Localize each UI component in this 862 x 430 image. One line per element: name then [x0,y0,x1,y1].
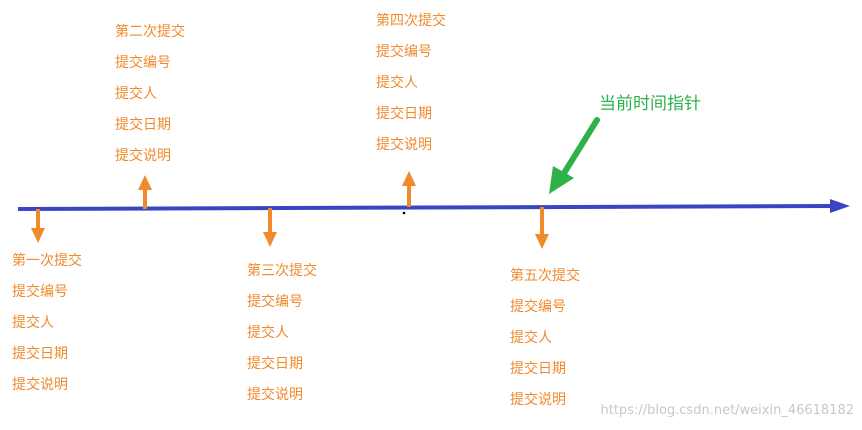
commit-1: 第一次提交 提交编号 提交人 提交日期 提交说明 [12,246,82,401]
commit-4-author: 提交人 [376,75,418,91]
commit-2-arrow-icon [138,175,152,209]
commit-4-date: 提交日期 [376,106,432,122]
commit-4-arrow-icon [402,171,416,207]
commit-2-message: 提交说明 [115,148,171,164]
commit-5-author: 提交人 [510,330,552,346]
commit-3-title: 第三次提交 [247,263,317,279]
commit-4-id: 提交编号 [376,44,432,60]
commit-2-author: 提交人 [115,86,157,102]
commit-5-id: 提交编号 [510,299,566,315]
commit-2-title: 第二次提交 [115,24,185,40]
commit-2-id: 提交编号 [115,55,171,71]
commit-3-author: 提交人 [247,325,289,341]
commit-5-date: 提交日期 [510,361,566,377]
commit-1-arrow-icon [31,209,45,243]
commit-3-message: 提交说明 [247,387,303,403]
commit-1-message: 提交说明 [12,377,68,393]
commit-5-arrow-icon [535,207,549,249]
commit-2: 第二次提交 提交编号 提交人 提交日期 提交说明 [115,17,185,172]
commit-4-message: 提交说明 [376,137,432,153]
current-time-pointer-label: 当前时间指针 [599,94,701,114]
timeline-arrowhead-icon [830,199,850,213]
commit-5-message: 提交说明 [510,392,566,408]
commit-1-date: 提交日期 [12,346,68,362]
commit-3-id: 提交编号 [247,294,303,310]
commit-4: 第四次提交 提交编号 提交人 提交日期 提交说明 [376,6,446,161]
commit-1-author: 提交人 [12,315,54,331]
commit-3: 第三次提交 提交编号 提交人 提交日期 提交说明 [247,256,317,411]
commit-5-title: 第五次提交 [510,268,580,284]
commit-4-title: 第四次提交 [376,13,446,29]
green-arrow-icon [549,117,600,194]
timeline-dot [402,211,406,215]
timeline-axis [17,204,833,211]
commit-1-title: 第一次提交 [12,253,82,269]
commit-5: 第五次提交 提交编号 提交人 提交日期 提交说明 [510,261,580,416]
commit-3-arrow-icon [263,208,277,247]
commit-1-id: 提交编号 [12,284,68,300]
watermark-url: https://blog.csdn.net/weixin_46618182 [600,403,854,418]
commit-3-date: 提交日期 [247,356,303,372]
commit-2-date: 提交日期 [115,117,171,133]
